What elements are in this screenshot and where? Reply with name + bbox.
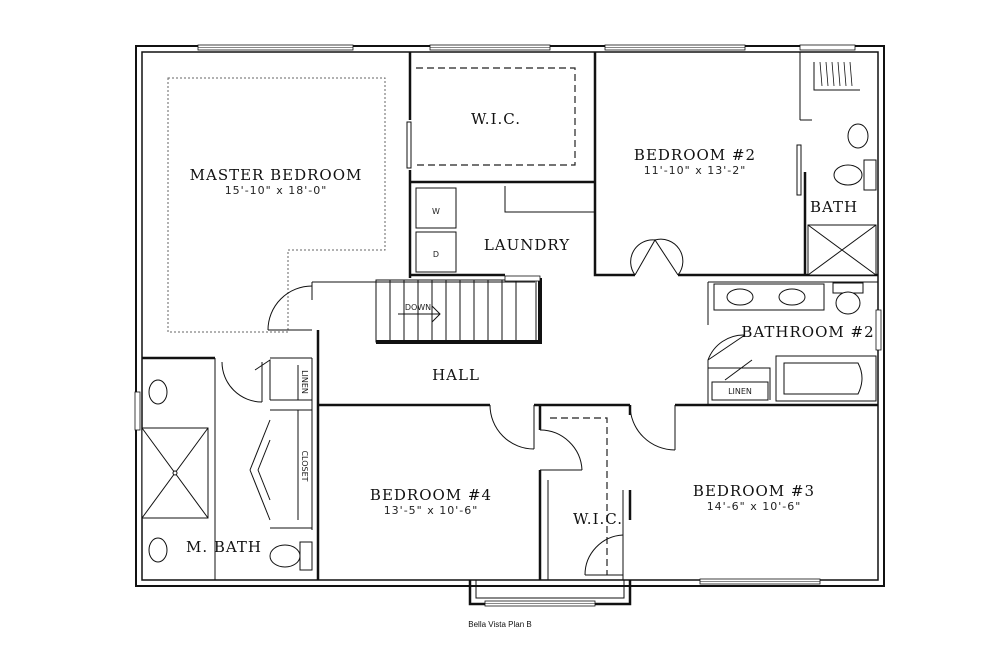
washer-label: W	[432, 207, 440, 216]
staircase	[375, 275, 542, 344]
laundry-label: LAUNDRY	[484, 236, 570, 254]
plan-caption: Bella Vista Plan B	[468, 620, 531, 629]
fixtures	[141, 61, 877, 571]
linen-master-label: LINEN	[300, 370, 309, 394]
bedroom4-label: BEDROOM #4	[370, 486, 492, 504]
doors	[221, 121, 802, 576]
linen-bath2-label: LINEN	[728, 387, 752, 396]
bedroom4-dim: 13'-5" x 10'-6"	[384, 504, 479, 517]
bathroom2-label: BATHROOM #2	[741, 323, 874, 341]
hall-label: HALL	[432, 366, 480, 384]
bath-label: BATH	[810, 198, 858, 216]
fixture-labels: W D DOWN LINEN CLOSET LINEN	[300, 207, 752, 482]
room-labels: MASTER BEDROOM 15'-10" x 18'-0" W.I.C. B…	[186, 110, 874, 556]
bedroom2-label: BEDROOM #2	[634, 146, 756, 164]
master-wic-label: W.I.C.	[471, 110, 521, 128]
master-bedroom-label: MASTER BEDROOM	[190, 166, 363, 184]
bedroom3-label: BEDROOM #3	[693, 482, 815, 500]
ceiling-dashes	[167, 67, 608, 575]
closet-label: CLOSET	[300, 450, 309, 481]
wic2-label: W.I.C.	[573, 510, 623, 528]
bedroom3-dim: 14'-6" x 10'-6"	[707, 500, 802, 513]
bedroom2-dim: 11'-10" x 13'-2"	[644, 164, 747, 177]
windows	[134, 44, 882, 607]
interior-walls	[142, 52, 878, 580]
dryer-label: D	[433, 250, 439, 259]
master-bedroom-dim: 15'-10" x 18'-0"	[225, 184, 328, 197]
mbath-label: M. BATH	[186, 538, 262, 556]
stairs-label: DOWN	[405, 303, 431, 312]
